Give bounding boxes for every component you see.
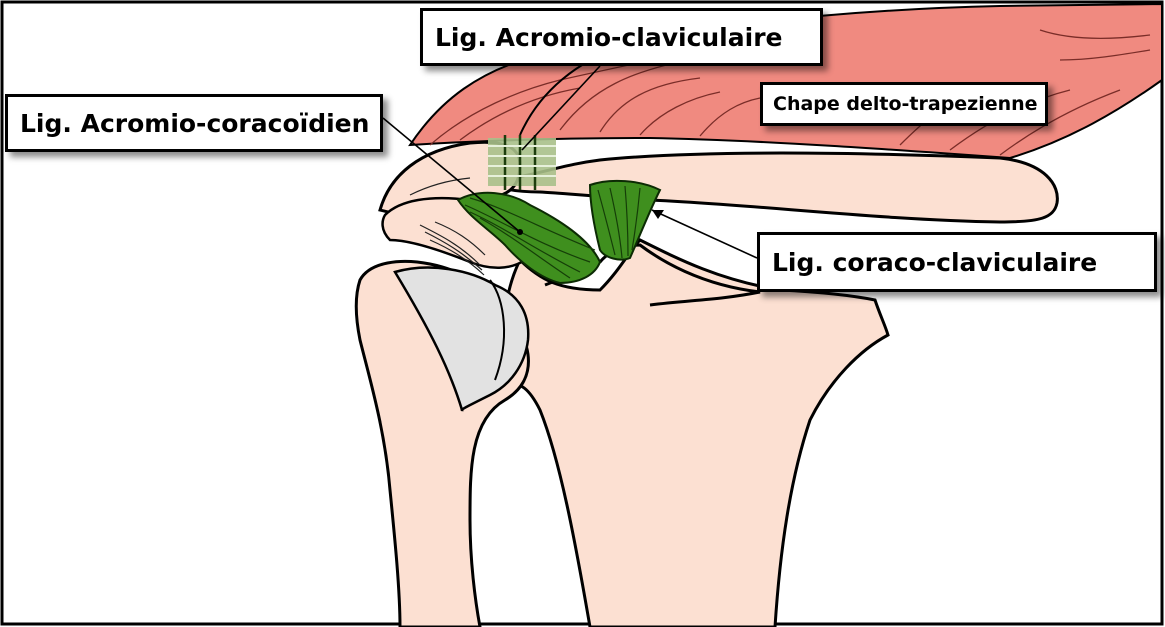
clavicle-bone [483,151,1059,224]
label-acromio-claviculaire-text: Lig. Acromio-claviculaire [435,22,783,52]
leader-arrowhead [652,210,664,219]
label-coraco-claviculaire-text: Lig. coraco-claviculaire [772,247,1098,277]
label-chape-delto-trapezienne: Chape delto-trapezienne [760,82,1048,126]
label-acromio-claviculaire: Lig. Acromio-claviculaire [420,8,823,66]
coraco-clavicular-ligament [588,179,662,261]
cartilage-edge-line [489,279,505,381]
label-coraco-claviculaire: Lig. coraco-claviculaire [757,232,1157,292]
leader-acromio-claviculaire [521,65,601,151]
leader-coraco-claviculaire [651,209,758,259]
acromio-clavicular-ligament [488,135,556,190]
label-acromio-coracoidien-text: Lig. Acromio-coracoïdien [20,108,370,138]
leader-dot [517,229,523,235]
label-chape-delto-trapezienne-text: Chape delto-trapezienne [773,93,1038,115]
scapula-body [501,238,890,627]
label-acromio-coracoidien: Lig. Acromio-coracoïdien [5,94,383,152]
leader-acromio-coracoidien [382,117,521,233]
humeral-cartilage [393,266,530,412]
glenoid-fibers [409,177,486,276]
